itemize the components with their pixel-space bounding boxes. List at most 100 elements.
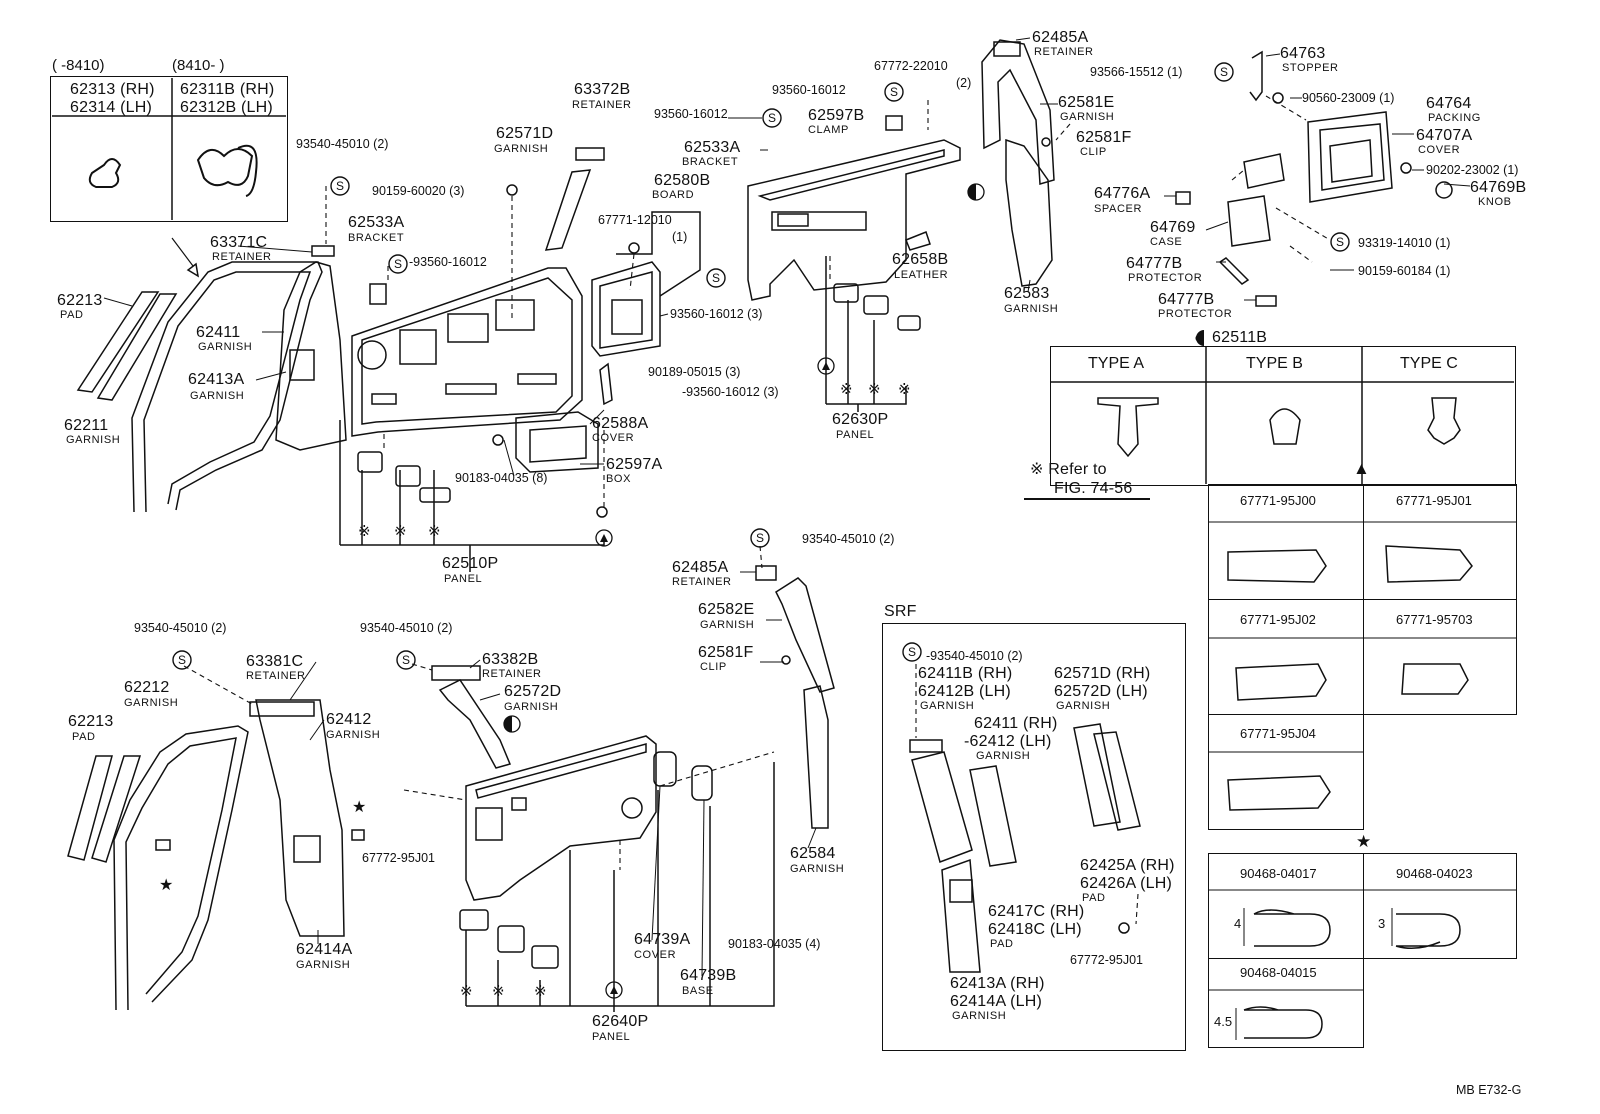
part-label-l62414a1: 62414A [296,941,353,958]
part-label-n62213a: PAD [60,309,84,321]
part-label-l62411a: 62411 [196,324,241,341]
part-label-n62597a: BOX [606,473,632,485]
part-label-l90183a: 90183-04035 (8) [455,471,548,485]
part-label-n62485a2: RETAINER [672,576,732,588]
part-label-l64764: 64764 [1426,95,1472,112]
svg-text:※: ※ [358,523,371,540]
part-label-l64739a: 64739A [634,931,691,948]
part-label-l62412a: 62412 [326,711,372,728]
svg-text:S: S [768,111,776,125]
part-label-l64777b1: 64777B [1126,255,1183,272]
svg-text:S: S [1220,65,1228,79]
part-label-l62211: 62211 [64,417,109,434]
part-label-l62414a2: 62414A (LH) [950,993,1043,1010]
bend-title-04017: 90468-04017 [1240,866,1317,881]
part-label-n62581f2: CLIP [700,661,727,673]
svg-text:S: S [336,179,344,193]
part-label-l62511b: 62511B [1212,329,1268,346]
srf-box [882,623,1186,1051]
part-label-n63371c: RETAINER [212,251,272,263]
part-label-n62580b: BOARD [652,189,695,201]
part-label-n62485a1: RETAINER [1034,46,1094,58]
star-symbol: ★ [1356,832,1372,851]
part-label-l62311b: 62311B (RH) [180,81,275,98]
part-label-l62581f1: 62581F [1076,129,1132,146]
part-label-l63382b: 63382B [482,651,539,668]
part-label-l64776a: 64776A [1094,185,1151,202]
part-label-n62533a2: BRACKET [348,232,405,244]
svg-text:S: S [402,653,410,667]
part-label-l62411c: 62411 (RH) [974,715,1058,732]
part-label-n62411c: GARNISH [976,750,1031,762]
part-label-l93540a: 93540-45010 (2) [296,137,389,151]
svg-text:S: S [908,645,916,659]
part-label-n62581f1: CLIP [1080,146,1107,158]
part-label-n62571d: GARNISH [494,143,549,155]
part-label-l90189: 90189-05015 (3) [648,365,741,379]
part-label-n62597b: CLAMP [808,124,849,136]
part-label-l93540d: 93540-45010 (2) [360,621,453,635]
part-label-l62412c: -62412 (LH) [964,733,1052,750]
svg-text:S: S [890,85,898,99]
part-label-l62658b: 62658B [892,251,949,268]
part-label-l62584: 62584 [790,845,836,862]
part-label-l62640p: 62640P [592,1013,649,1030]
type-c-title: TYPE C [1400,355,1458,372]
part-label-l62213a: 62213 [57,292,103,309]
part-label-n62630p: PANEL [836,429,875,441]
part-label-n63382b: RETAINER [482,668,542,680]
part-label-l93560d: -93560-16012 (3) [682,385,779,399]
clip-cell-95703 [1363,599,1517,715]
part-label-l62571d: 62571D [496,125,554,142]
part-label-lcode: MB E732-G [1456,1083,1522,1097]
part-label-n62581e: GARNISH [1060,111,1115,123]
part-label-l62581f2: 62581F [698,644,754,661]
part-label-n62411b: GARNISH [920,700,975,712]
clip-title-95j01: 67771-95J01 [1396,493,1472,508]
part-label-n62413a1: GARNISH [190,390,245,402]
part-label-l63372b: 63372B [574,81,631,98]
svg-text:★: ★ [159,877,173,894]
part-label-n62582e: GARNISH [700,619,755,631]
clip-title-95703: 67771-95703 [1396,612,1473,627]
svg-text:S: S [1336,235,1344,249]
svg-text:※: ※ [394,523,407,540]
part-label-l62418c: 62418C (LH) [988,921,1082,938]
part-label-n64769b: KNOB [1478,196,1512,208]
part-label-l62630p: 62630P [832,411,889,428]
clip-title-95j04: 67771-95J04 [1240,726,1316,741]
part-label-l62571d2: 62571D (RH) [1054,665,1151,682]
part-label-lfig: FIG. 74-56 [1054,480,1133,497]
part-label-n64739a: COVER [634,949,677,961]
part-label-n62411a: GARNISH [198,341,253,353]
part-label-l64739b: 64739B [680,967,737,984]
part-label-l64769: 64769 [1150,219,1196,236]
inset-header-right: (8410- ) [172,57,225,74]
part-label-n64707a: COVER [1418,144,1461,156]
part-label-l67771: 67771-12010 [598,213,672,227]
part-label-l62314: 62314 (LH) [70,99,153,116]
part-label-l62417c: 62417C (RH) [988,903,1085,920]
part-label-l62582e: 62582E [698,601,755,618]
part-label-l62510p: 62510P [442,555,499,572]
part-label-l62212: 62212 [124,679,170,696]
part-label-l62425a: 62425A (RH) [1080,857,1175,874]
part-label-l64763: 64763 [1280,45,1326,62]
part-label-n62414a1: GARNISH [296,959,351,971]
part-label-n62510p: PANEL [444,573,483,585]
part-label-l62580b: 62580B [654,172,711,189]
svg-text:※: ※ [868,381,881,398]
part-label-l67771q: (1) [672,230,688,244]
bend-cell-04015 [1208,958,1364,1048]
svg-text:※: ※ [428,523,441,540]
part-label-l62485a2: 62485A [672,559,729,576]
part-label-n62417c: PAD [990,938,1014,950]
part-label-l93560a: 93560-16012 [654,107,728,121]
part-label-l67772a: 67772-22010 [874,59,948,73]
type-b-title: TYPE B [1246,355,1303,372]
part-label-l93540b: 93540-45010 (2) [802,532,895,546]
part-label-l90202: 90202-23002 (1) [1426,163,1519,177]
part-label-l62313: 62313 (RH) [70,81,155,98]
